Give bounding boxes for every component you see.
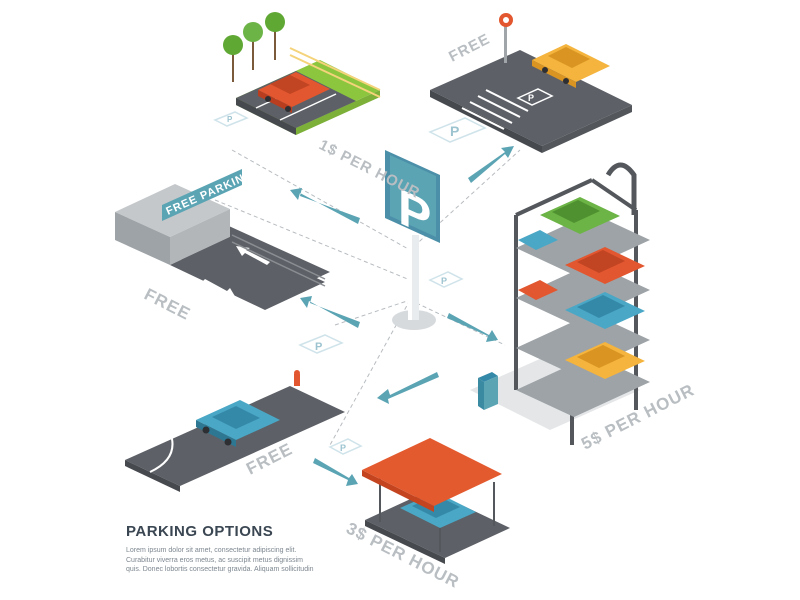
p-marker-icon: P [213,111,249,127]
arrow-to-lot [290,188,360,224]
p-marker-icon: P [298,334,344,354]
payment-kiosk-icon [478,372,498,410]
curb-line [149,381,291,473]
fence-icon [289,47,381,98]
red-car-icon [565,247,645,284]
svg-text:P: P [227,115,233,124]
svg-text:P: P [528,93,534,103]
option-garage-label: FREE [141,285,194,324]
flow-arrows [290,146,514,486]
railing [231,234,326,287]
svg-text:P: P [340,443,346,453]
green-car-icon [540,197,620,234]
arrow-to-canopy [313,458,358,486]
svg-text:P: P [441,276,447,286]
option-open-lot: 1$ PER HOUR [223,12,423,202]
option-automated-tower: 5$ PER HOUR [470,162,698,454]
yellow-car-icon [532,44,610,88]
caption-line: Lorem ipsum dolor sit amet, consectetur … [126,547,297,554]
blue-car-icon [518,230,558,250]
yellow-car-icon [565,342,645,379]
option-ev-spot: P FREE [430,13,632,153]
arrow-to-ev [468,146,514,183]
p-marker-icon: P [428,271,464,288]
hydrant-icon [294,370,300,386]
crosshatch-zone [461,89,529,130]
option-ev-label: FREE [446,30,493,65]
direction-arrows [202,246,270,298]
tower-hook [605,162,637,215]
svg-text:P: P [315,341,322,353]
arrow-to-garage [300,296,360,328]
caption-line: Curabitur viverra eros metus, ac suscipi… [126,556,304,564]
red-car-icon [518,280,558,300]
arrow-to-tower [447,313,498,342]
red-car-icon [258,72,330,113]
caption-body: Lorem ipsum dolor sit amet, consectetur … [126,546,446,575]
svg-text:P: P [450,123,459,139]
option-street: FREE [125,370,345,492]
ev-charging-icon: P [516,88,554,106]
caption-block: PARKING OPTIONS Lorem ipsum dolor sit am… [126,523,446,575]
parking-meter-icon [499,13,513,63]
caption-title: PARKING OPTIONS [126,523,274,540]
canopy-roof [362,438,502,512]
caption-line: quis. Donec lobortis consectetur gravida… [126,566,314,573]
arrow-to-street [377,372,439,404]
trees-icon [223,12,285,82]
blue-car-icon [565,292,645,329]
p-marker-icon: P [428,117,487,143]
blue-car-icon [196,400,280,447]
p-marker-icon: P [328,438,363,455]
p-markers: P P P P P [213,111,487,455]
